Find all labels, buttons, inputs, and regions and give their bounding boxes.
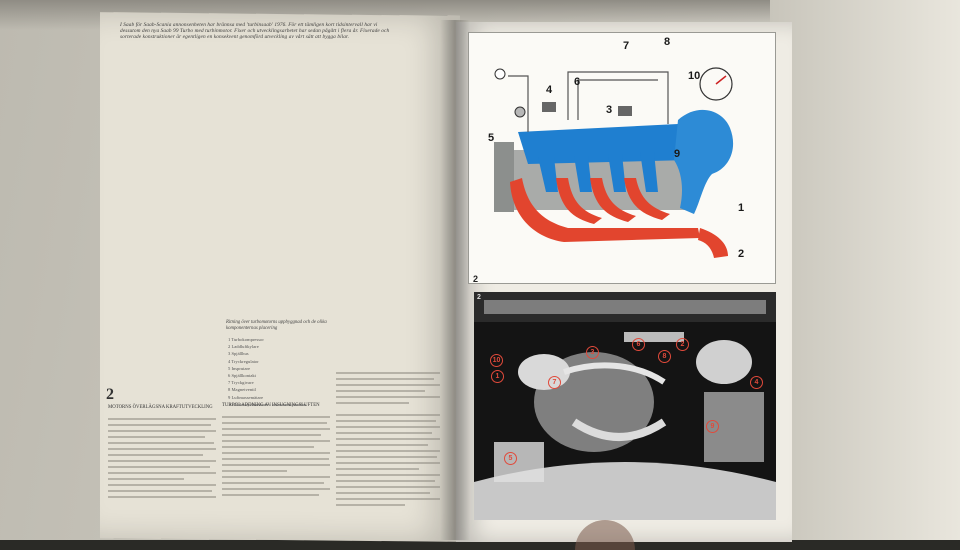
- section-heading-b: Turboladdning av insugningsluften: [222, 403, 320, 408]
- photo-callout: 8: [658, 350, 671, 363]
- photo-callout: 10: [490, 354, 503, 367]
- diagram-label: 3: [606, 104, 613, 116]
- legend-item: 5 Insprutare: [228, 365, 251, 371]
- engine-diagram-drawing: [494, 67, 734, 258]
- legend-item: 10 Turbotrycksmätare i instrumentpanelen: [228, 401, 306, 407]
- legend-item: 1 Turbokompressor: [228, 337, 264, 342]
- engine-block-end: [494, 142, 514, 212]
- regulator-box: [542, 102, 556, 112]
- legend-item: 7 Tryckgivare: [228, 380, 254, 386]
- book-gutter: [440, 20, 470, 540]
- valve-box: [618, 106, 632, 116]
- engine-diagram: [468, 32, 776, 284]
- diagram-label: 6: [574, 76, 581, 88]
- diagram-label: 10: [688, 70, 701, 82]
- photo-callout: 2: [676, 338, 689, 351]
- photo-callout: 9: [706, 420, 719, 433]
- pressure-sensor-icon: [514, 106, 526, 118]
- turbo-compressor: [674, 109, 734, 214]
- sensor-icon: [494, 68, 506, 80]
- legend-item: 4 Tryckregulator: [228, 358, 259, 364]
- photo-callout: 5: [504, 452, 517, 465]
- photo-callout: 1: [491, 370, 504, 383]
- vacuum-pipe-2: [577, 79, 658, 120]
- table-light-area: [770, 0, 960, 540]
- diagram-label: 7: [623, 40, 630, 52]
- diagram-label: 8: [664, 36, 671, 48]
- engine-bay-drawing: [474, 292, 776, 520]
- photo-callout: 7: [548, 376, 561, 389]
- engine-bay-photo: [474, 292, 776, 520]
- body-column-c: [336, 372, 440, 510]
- legend-item: 8 Magnetventil: [228, 387, 256, 393]
- body-column-a: [108, 418, 216, 502]
- diagram-label: 9: [674, 148, 681, 160]
- vacuum-pipe: [567, 71, 669, 124]
- intake-runners: [538, 152, 658, 192]
- legend-item: 3 Spjällhus: [228, 351, 249, 357]
- legend-item: 2 Laddluftkylare: [228, 344, 259, 350]
- diagram-frame: [468, 32, 776, 284]
- figure-number: 2: [473, 274, 479, 284]
- photo-callout: 3: [586, 346, 599, 359]
- legend-item: 6 Spjällkontakt: [228, 373, 256, 379]
- body-column-b: [222, 416, 330, 500]
- section-heading-a: Motorns överlägsna kraftutveckling: [108, 405, 213, 410]
- diagram-label: 4: [546, 84, 553, 96]
- legend-list: 1 Turbokompressor 2 Laddluftkylare 3 Spj…: [228, 336, 348, 408]
- diagram-label: 2: [738, 248, 745, 260]
- photo-callout: 4: [750, 376, 763, 389]
- diagram-label: 1: [738, 202, 745, 214]
- legend-item: 9 Luftmassemätare: [228, 394, 264, 400]
- section-number: 2: [106, 386, 114, 403]
- photo-callout: 6: [632, 338, 645, 351]
- boost-gauge-icon: [699, 67, 733, 101]
- gauge-needle: [715, 75, 727, 85]
- photo-figure-number: 2: [477, 294, 481, 301]
- boost-pipe: [508, 75, 529, 132]
- exhaust-outlet: [698, 228, 728, 258]
- intro-paragraph: I Saab för Saab-Scania annonsenheten har…: [120, 22, 390, 41]
- diagram-label: 5: [488, 132, 495, 144]
- exhaust-manifold: [510, 178, 700, 242]
- legend-title: Ritning över turbomotorns uppbyggnad och…: [226, 320, 327, 331]
- exhaust-runners: [556, 178, 670, 224]
